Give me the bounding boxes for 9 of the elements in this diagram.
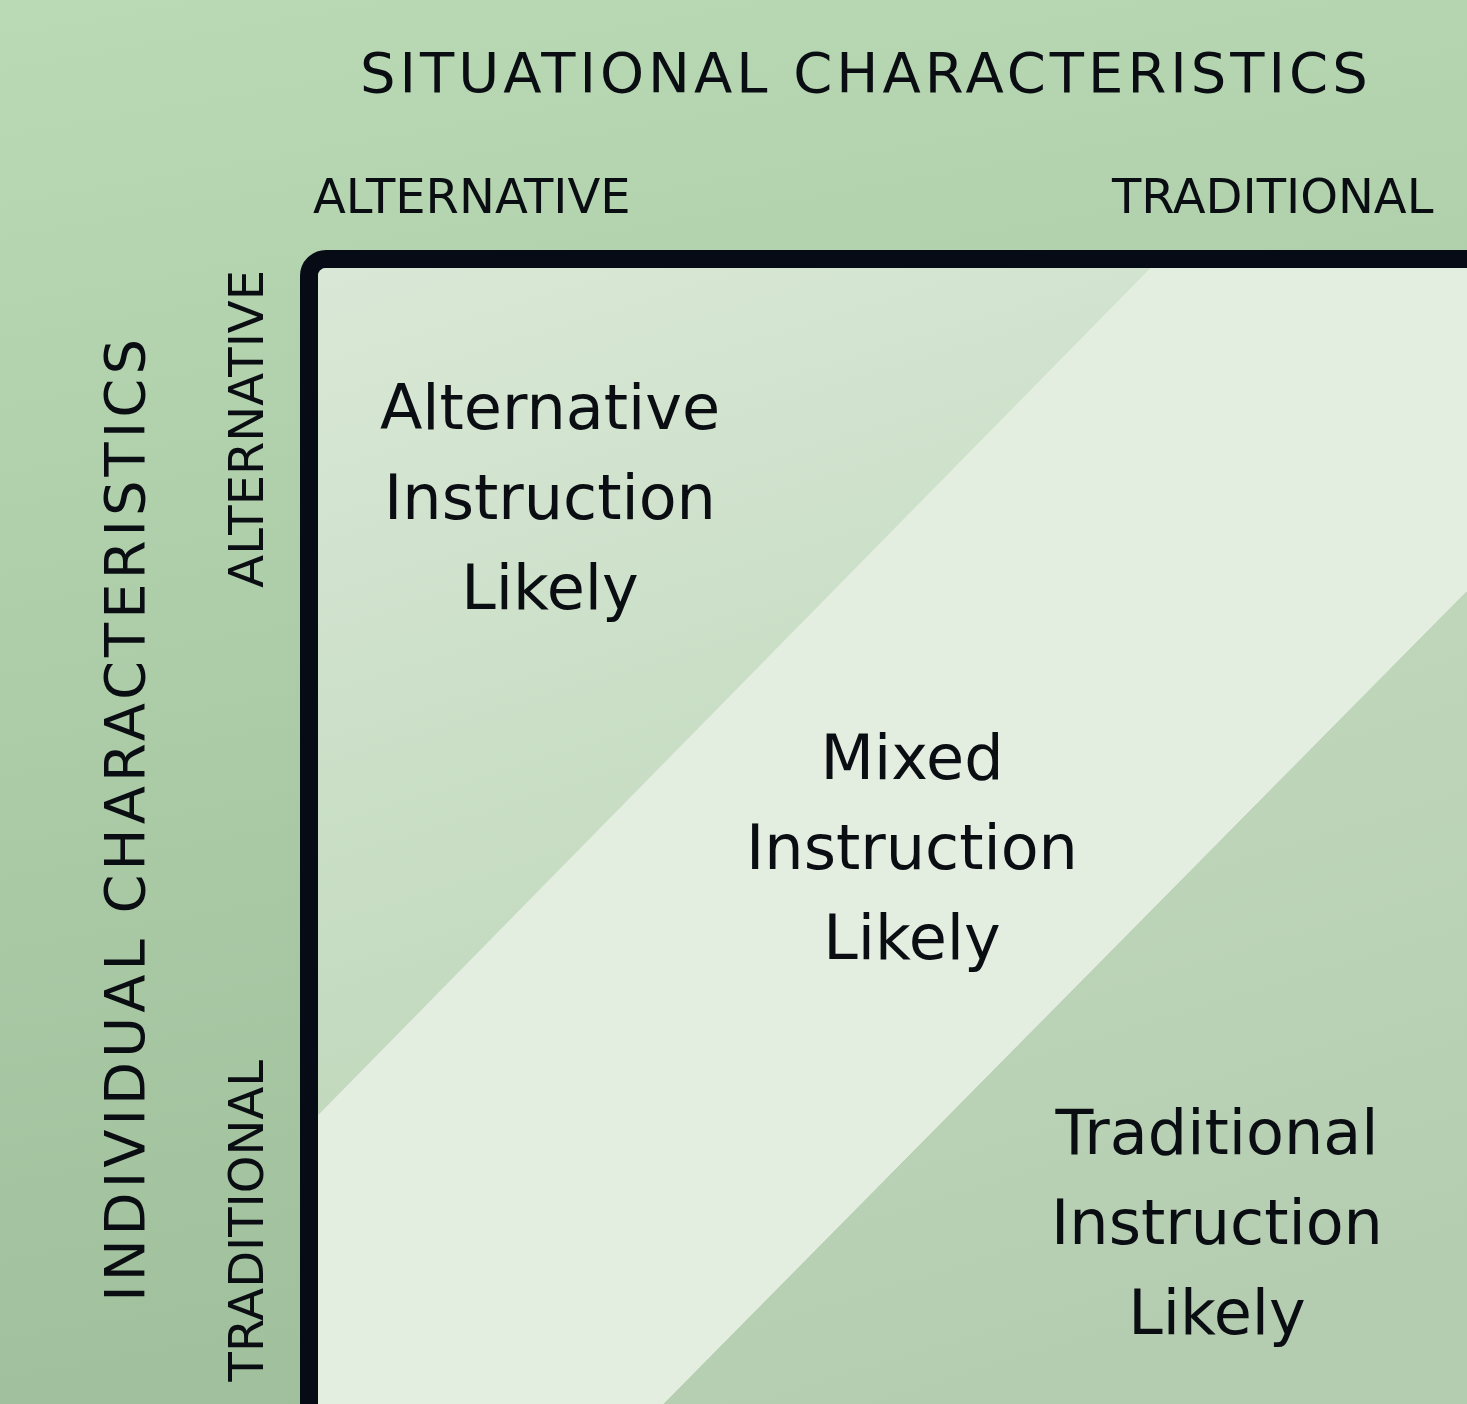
axis-title: INDIVIDUAL CHARACTERISTICS — [97, 335, 153, 1302]
region-label: Traditional Instruction Likely — [1050, 1095, 1384, 1351]
region-label: Alternative Instruction Likely — [378, 370, 722, 626]
region-label: Mixed Instruction Likely — [745, 720, 1079, 976]
axis-label: ALTERNATIVE — [222, 270, 270, 588]
axis-label: ALTERNATIVE — [313, 172, 631, 220]
axis-title: SITUATIONAL CHARACTERISTICS — [360, 45, 1372, 101]
axis-label: TRADITIONAL — [1112, 172, 1434, 220]
axis-label: TRADITIONAL — [222, 1060, 270, 1382]
